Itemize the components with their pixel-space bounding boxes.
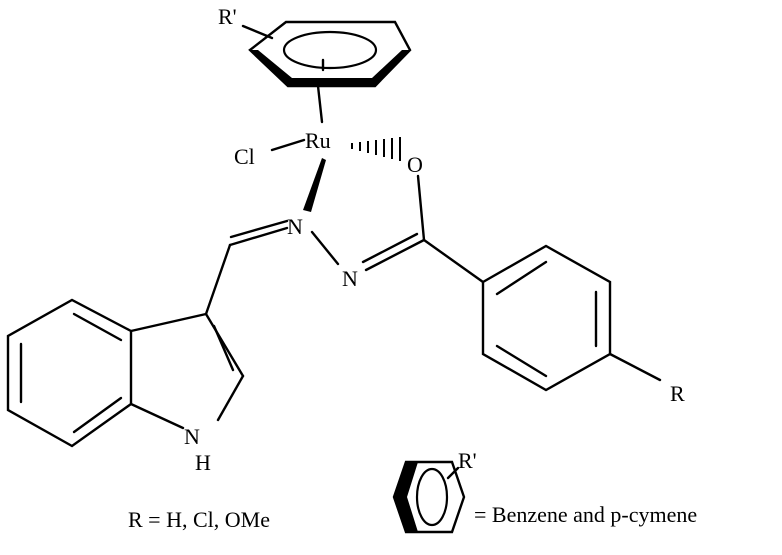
ru-n-wedge-bond — [303, 158, 326, 212]
para-phenyl-ring — [481, 244, 612, 392]
top-arene-ring — [241, 20, 412, 88]
hydrogen-indole-label: H — [195, 450, 211, 475]
oxygen-label: O — [407, 152, 423, 177]
n-c-double-bond-b — [361, 232, 419, 264]
c-aryl-bond — [422, 238, 485, 284]
arene-ru-bond — [316, 84, 324, 124]
r-prime-small-label: R' — [458, 448, 477, 473]
c-o-bond — [416, 174, 426, 242]
r-para-label: R — [670, 381, 685, 406]
c-r-bond — [608, 352, 662, 382]
imine-double-bond-b — [229, 219, 289, 239]
indole-benzene-ring — [6, 298, 133, 448]
ru-cl-bond — [270, 138, 306, 152]
small-arene-icon — [392, 460, 466, 534]
indole-pyrrole-ring — [129, 312, 245, 430]
chlorine-label: Cl — [234, 144, 255, 169]
arene-definition-text: = Benzene and p-cymene — [474, 502, 697, 527]
ruthenium-label: Ru — [305, 128, 331, 153]
ru-o-hashed-bond — [351, 137, 401, 161]
r-prime-top-label: R' — [218, 4, 237, 29]
nitrogen-indole-label: N — [184, 424, 200, 449]
imine-double-bond-a — [228, 226, 289, 247]
r-definition-text: R = H, Cl, OMe — [128, 507, 270, 532]
n-c-double-bond-a — [364, 238, 426, 272]
ch-indole-bond — [204, 243, 232, 316]
nitrogen-azole-label: N — [342, 266, 358, 291]
nitrogen-imine-label: N — [287, 214, 303, 239]
n-n-bond — [310, 230, 340, 266]
